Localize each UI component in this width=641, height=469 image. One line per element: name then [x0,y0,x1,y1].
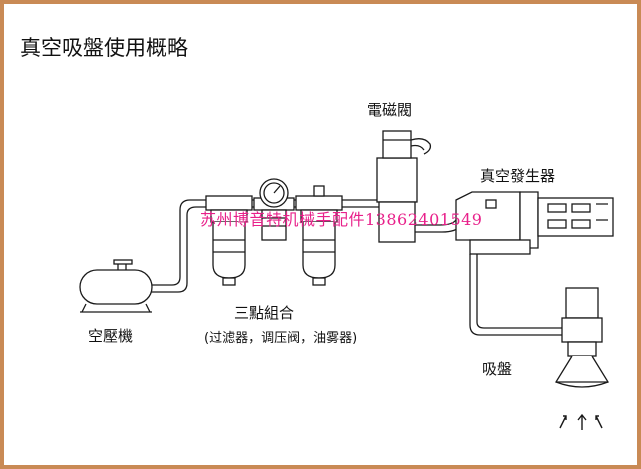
vacuum-generator [455,191,614,255]
solenoid-valve-label: 電磁閥 [367,101,413,119]
air-tube [150,199,380,293]
frl-unit-label: 三點組合 [234,304,295,322]
suction-cup [555,287,609,388]
frl-regulator [253,178,295,241]
suction-arrows-icon [559,413,603,430]
vacuum-tube [469,254,562,336]
air-compressor [79,259,153,313]
frl-filter [205,195,253,286]
diagram-title: 真空吸盤使用概略 [20,36,188,60]
frl-lubricator [295,185,343,286]
suction-cup-label: 吸盤 [482,360,513,378]
frl-detail-label: (过滤器，调压阀，油雾器) [204,331,358,346]
vacuum-generator-label: 真空發生器 [480,167,556,185]
air-compressor-label: 空壓機 [88,327,134,345]
solenoid-valve [376,130,432,243]
watermark-text: 苏州博音特机械手配件13862401549 [200,210,483,229]
